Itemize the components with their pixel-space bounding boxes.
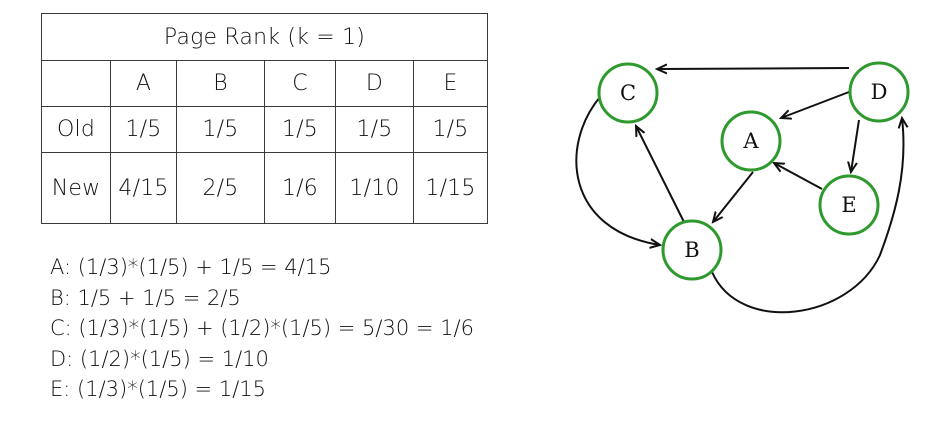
old-value-d: 1/5 [335, 106, 414, 153]
edge-d-to-c [657, 68, 850, 69]
new-value-b: 2/5 [176, 152, 265, 224]
table-row-old: Old 1/5 1/5 1/5 1/5 1/5 [41, 106, 488, 153]
node-c-circle [597, 62, 659, 124]
node-e-label: E [841, 193, 856, 217]
page-rank-table: Page Rank (k = 1) A B C D E Old 1/5 1/5 … [41, 13, 488, 224]
table-row-new: New 4/15 2/5 1/6 1/10 1/15 [41, 152, 488, 224]
node-c: C [597, 62, 659, 124]
edge-e-to-a [774, 163, 823, 190]
calculation-line-b: B: 1/5 + 1/5 = 2/5 [50, 285, 241, 310]
edge-b-to-c [636, 126, 685, 223]
table-title-row: Page Rank (k = 1) [41, 13, 488, 61]
node-a: A [720, 110, 782, 172]
node-c-label: C [620, 81, 636, 105]
node-e-circle [818, 174, 880, 236]
old-value-e: 1/5 [413, 106, 488, 153]
node-d-circle [848, 61, 910, 123]
node-a-circle [720, 110, 782, 172]
node-e: E [818, 174, 880, 236]
edge-b-to-d [711, 118, 903, 314]
edge-d-to-a [781, 91, 850, 118]
node-b: B [661, 219, 723, 281]
old-value-b: 1/5 [176, 106, 265, 153]
row-label-old: Old [41, 106, 111, 153]
node-b-label: B [684, 238, 699, 262]
node-d: D [848, 61, 910, 123]
new-value-c: 1/6 [264, 152, 336, 224]
node-b-circle [661, 219, 723, 281]
edge-d-to-e [851, 119, 860, 172]
new-value-a: 4/15 [110, 152, 177, 224]
row-label-new: New [41, 152, 111, 224]
calculation-line-a: A: (1/3)*(1/5) + 1/5 = 4/15 [50, 255, 332, 279]
new-value-e: 1/15 [413, 152, 488, 224]
old-value-a: 1/5 [110, 106, 177, 153]
node-d-label: D [871, 80, 888, 104]
calculation-line-c: C: (1/3)*(1/5) + (1/2)*(1/5) = 5/30 = 1/… [50, 316, 474, 340]
new-value-d: 1/10 [335, 152, 414, 224]
table-title: Page Rank (k = 1) [41, 13, 488, 61]
node-a-label: A [742, 129, 759, 153]
calculation-list: A: (1/3)*(1/5) + 1/5 = 4/15 B: 1/5 + 1/5… [50, 252, 474, 405]
edge-c-to-b [575, 96, 660, 245]
header-cell-empty [41, 60, 111, 107]
edge-a-to-b [713, 171, 754, 222]
calculation-line-d: D: (1/2)*(1/5) = 1/10 [50, 346, 269, 371]
calculation-line-e: E: (1/3)*(1/5) = 1/15 [50, 377, 266, 401]
header-cell-e: E [413, 60, 488, 107]
